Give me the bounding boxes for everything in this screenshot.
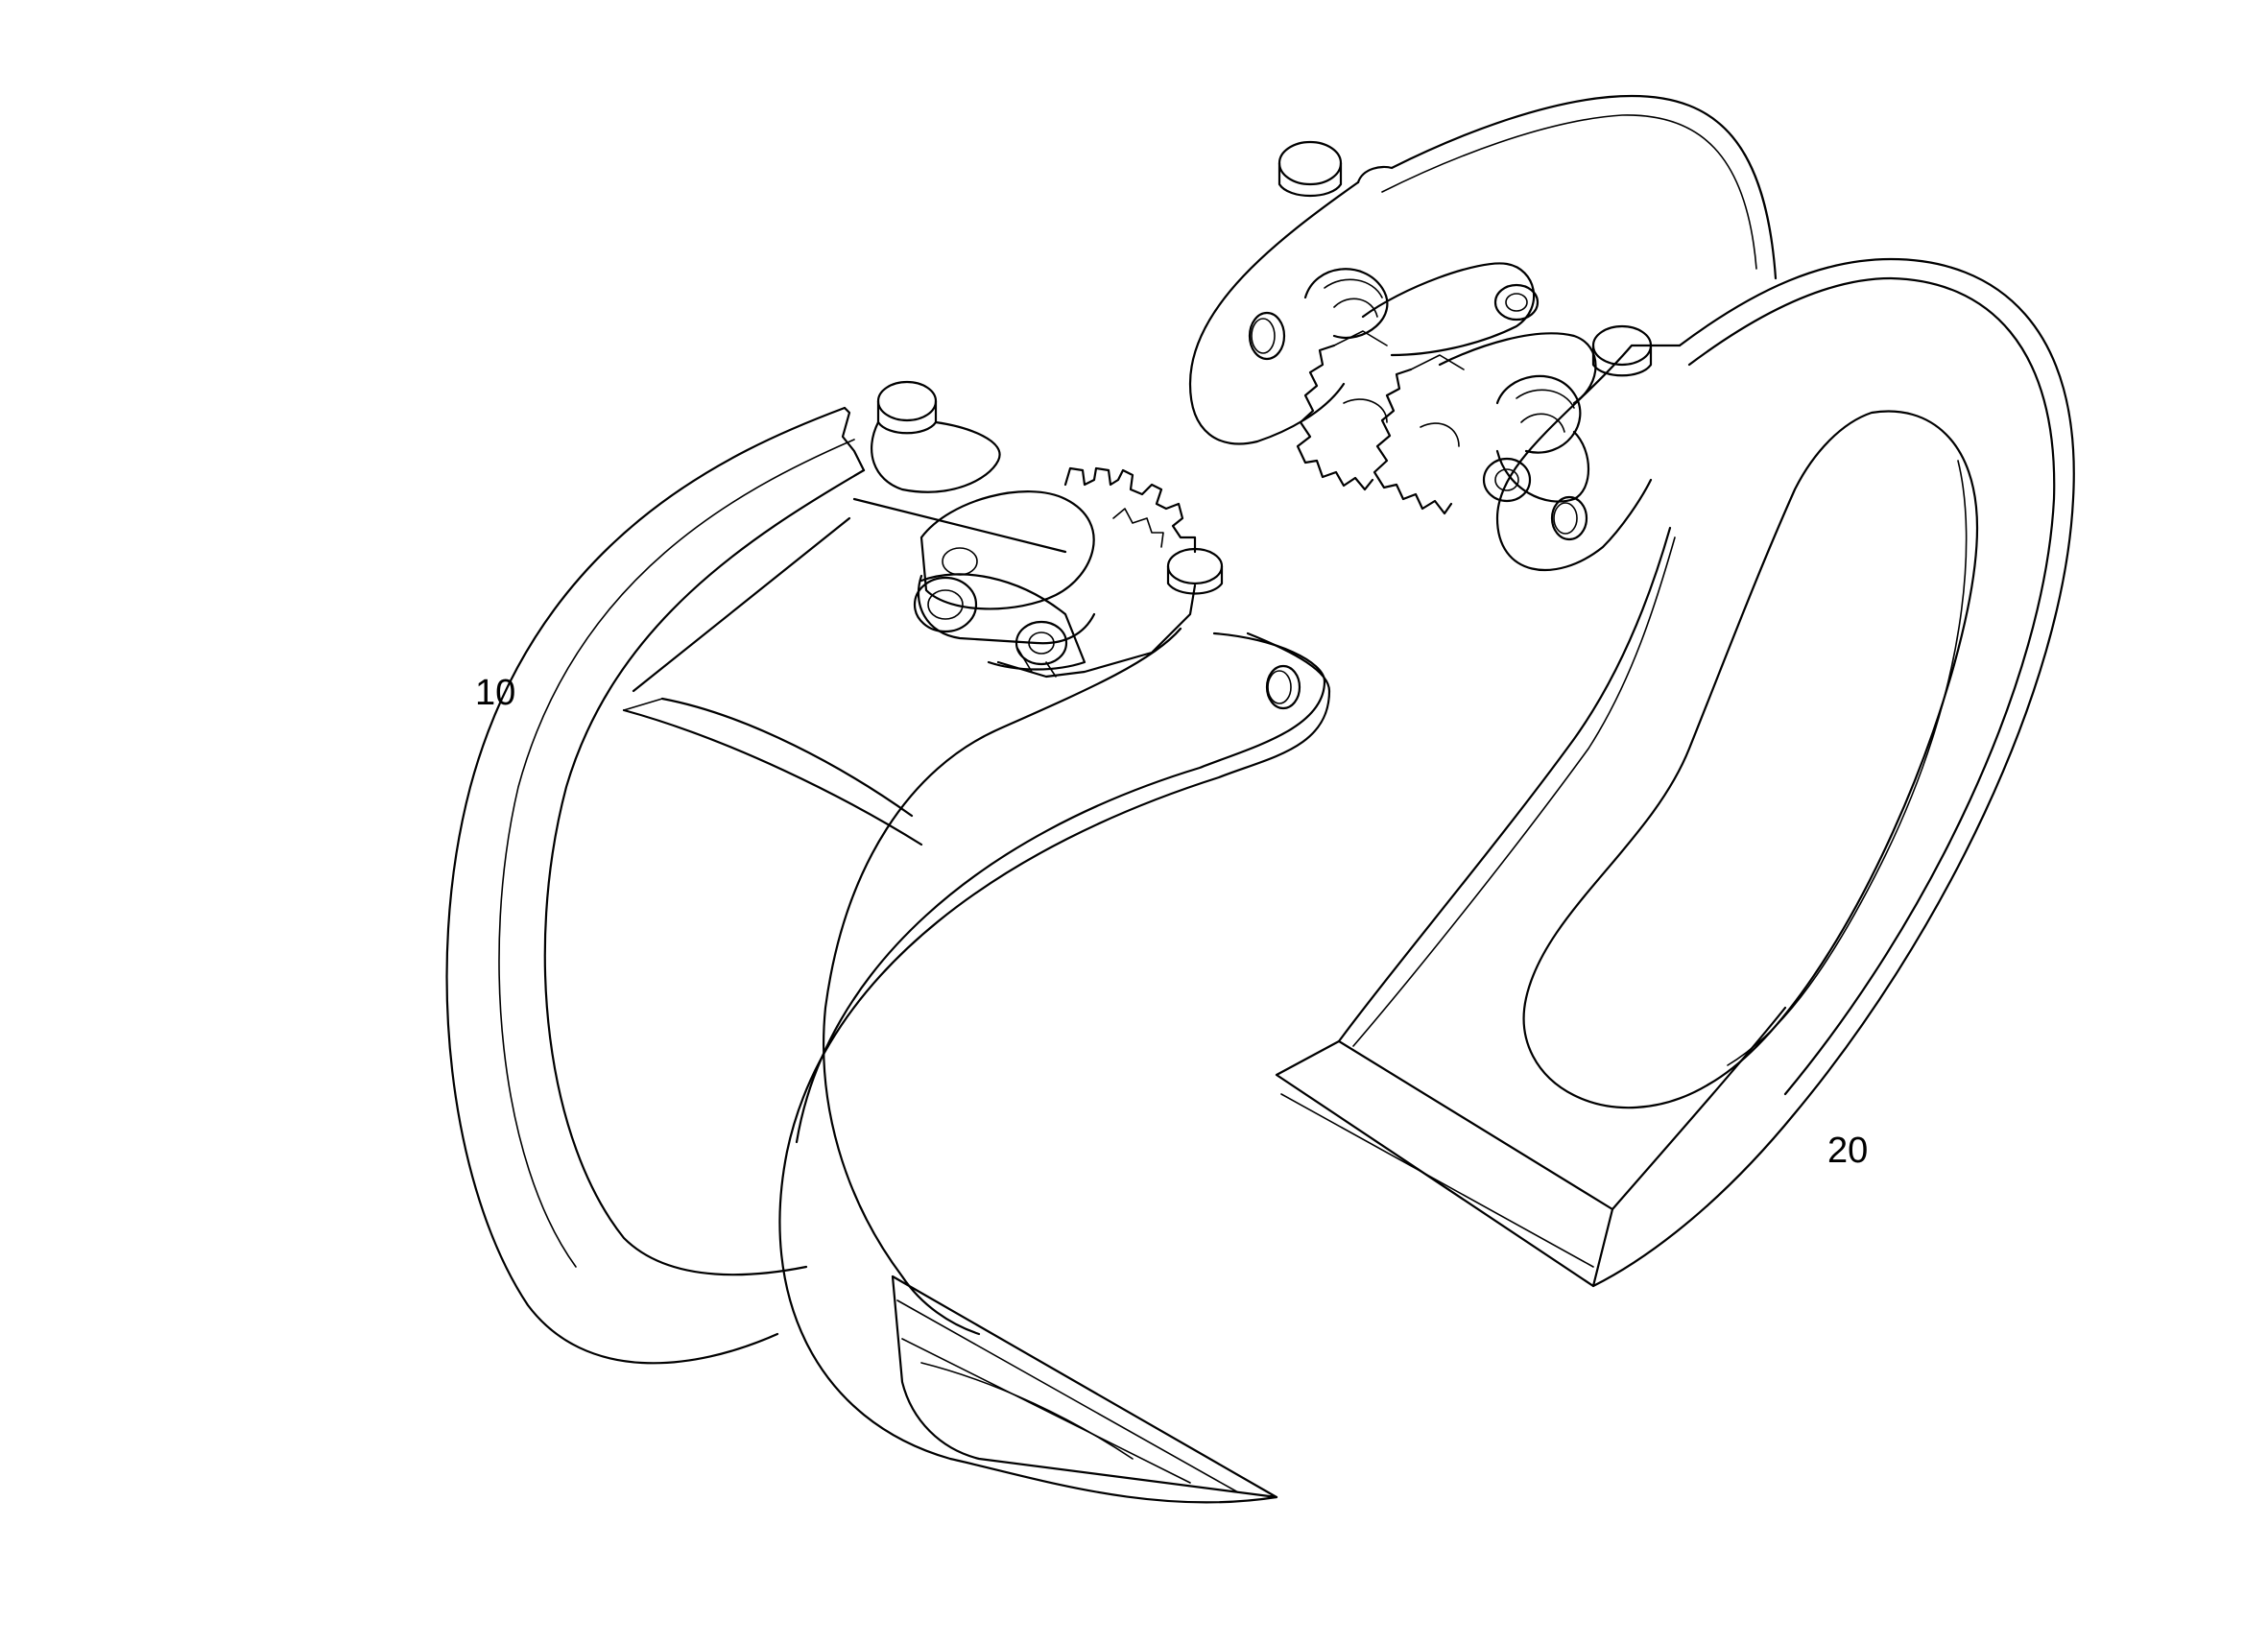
spring-20b [1495, 374, 1582, 454]
jaw-20-front-rim [1687, 276, 2056, 1096]
jaw-10-front-inner2 [823, 627, 1182, 1336]
link-plate-10b [917, 574, 1096, 645]
jaw-20-window-rim [1727, 460, 1968, 1066]
spring-20a-coil1 [1324, 278, 1383, 298]
jaw-20-back-hole-inner [1251, 318, 1276, 354]
jaw-10-back-inner [543, 468, 866, 1276]
jaw-10-pin-hole [1265, 664, 1301, 710]
jaw-10-blade-edge1 [896, 1299, 1239, 1493]
spring-20a-coil2 [1333, 298, 1378, 318]
reference-label-20: 20 [1827, 1131, 1869, 1171]
jaw-20-back-outer [1356, 94, 1778, 280]
jaw-10-front-outer [778, 631, 1331, 1504]
link-arm-10 [919, 573, 1086, 671]
jaw-10-front-inner [795, 631, 1326, 1144]
jaw-20-front-hole [1550, 495, 1588, 541]
jaw-20-mechanism [1277, 140, 1653, 515]
jaw-10-back-outer [445, 406, 847, 1365]
gear-10-lower [1112, 508, 1164, 548]
link-hub-10b [1015, 620, 1068, 666]
link-hub-10b-inner [1028, 631, 1055, 655]
pin-cap-20a-side [1277, 161, 1343, 198]
gear-20b [1373, 368, 1453, 515]
jaw-10-back-edge [498, 439, 855, 1268]
jaw-10-blade-edge3 [920, 1362, 1134, 1460]
jaw-10-pin-hole-inner [1267, 670, 1292, 704]
pin-cap-10a-side [876, 399, 938, 435]
reference-label-10: 10 [475, 673, 516, 713]
jaw-20-front-outer [1591, 257, 2075, 1288]
base-block-10-edge [1016, 647, 1057, 678]
spring-20a [1303, 268, 1389, 339]
link-hub-10-inner [927, 589, 964, 620]
link-hub-20b [1482, 457, 1532, 503]
jaw-20-back-ear [1188, 180, 1360, 445]
jaw-10 [445, 406, 1331, 1504]
pin-cap-20a [1277, 140, 1343, 186]
spring-20b-coil1 [1516, 389, 1575, 409]
jaw-10-web-top [852, 497, 1067, 554]
link-hub-20a [1493, 283, 1540, 322]
jaw-10-blade-edge2 [901, 1338, 1191, 1484]
jaw-20-back-hole [1248, 311, 1286, 361]
jaw-20-front-hole-inner [1553, 502, 1578, 535]
link-plate-10a [919, 490, 1095, 610]
pin-cap-10b-side [1166, 564, 1224, 595]
jaw-20-back-rim [1381, 114, 1757, 270]
link-plate-20b [1495, 430, 1590, 503]
link-plate-20a [1361, 262, 1536, 357]
jaw-10-back-top [841, 406, 866, 472]
link-arm-20 [1438, 332, 1597, 405]
jaw-10-web-front-lower [660, 697, 914, 818]
link-hub-20a-inner [1505, 293, 1528, 312]
jaw-20-blade-left [1337, 526, 1672, 1043]
gear-20b-face [1410, 354, 1465, 370]
gear-10 [1063, 466, 1197, 554]
jaw-20-blade-right [1611, 1006, 1787, 1211]
link-hub-20b-inner [1494, 468, 1519, 491]
jaw-20-blade-left2 [1352, 536, 1676, 1047]
jaw-20 [1188, 94, 2075, 1288]
pin-cap-10a [876, 380, 938, 422]
gear-20a [1296, 344, 1374, 491]
jaw-20-front-ear [1495, 344, 1682, 571]
jaw-20-window [1522, 410, 1979, 1109]
jaw-20-blade-edge1 [1280, 1093, 1594, 1268]
link-hub-10 [913, 576, 978, 633]
link-hole-10a [942, 547, 978, 576]
pin-cap-10b [1166, 547, 1224, 585]
jaw-10-mechanism [871, 380, 1224, 679]
jaw-10-web-front [622, 708, 923, 846]
gear-20-hub [1343, 398, 1460, 447]
gear-20a-face [1333, 330, 1388, 346]
pin-cap-20b-side [1591, 344, 1653, 377]
jaw-10-web-edge [623, 698, 663, 711]
spring-20b-coil2 [1520, 413, 1565, 433]
jaw-10-blade [891, 1275, 1278, 1499]
jaw-20-blade-edge2 [1338, 1040, 1613, 1210]
pin-bracket-10 [871, 420, 1001, 493]
jaw-10-web-left [632, 516, 851, 693]
base-block-10 [996, 584, 1197, 679]
